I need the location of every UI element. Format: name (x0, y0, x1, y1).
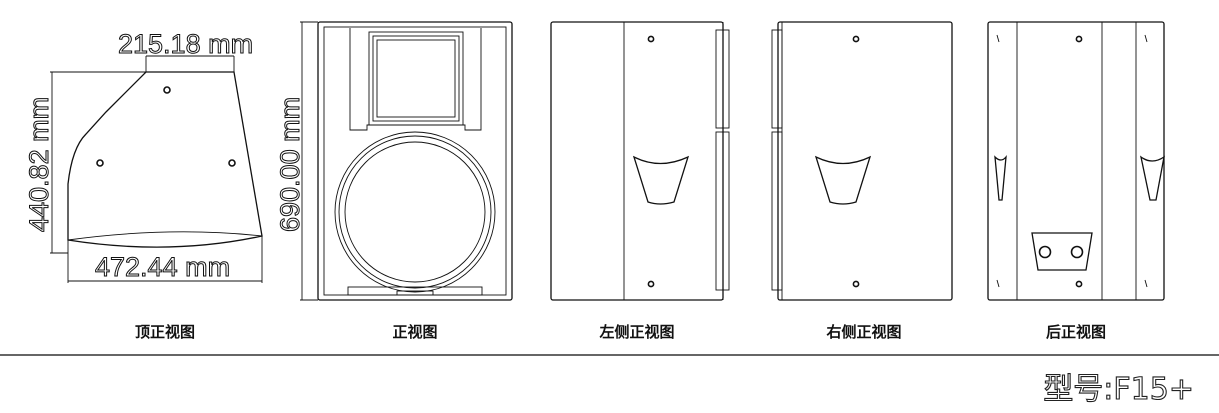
input-plate (1031, 232, 1093, 271)
rear-view (987, 21, 1165, 301)
caption-front-view: 正视图 (392, 323, 437, 341)
top-width-label: 215.18 mm (118, 29, 253, 59)
handle-right-side (814, 155, 872, 205)
right-side-view (771, 21, 953, 301)
model-label: 型号:F15+ (1043, 372, 1194, 407)
front-cabinet (317, 21, 513, 301)
top-view: 215.18 mm 440.82 mm 472.44 mm (24, 29, 263, 283)
handle-left-side (632, 155, 690, 205)
caption-top-view: 顶正视图 (135, 323, 195, 341)
caption-left-side-view: 左侧正视图 (598, 323, 674, 341)
caption-rear-view: 后正视图 (1046, 323, 1106, 341)
front-width-label: 472.44 mm (95, 252, 230, 282)
height-label: 690.00 mm (275, 97, 305, 232)
top-view-outline (67, 71, 263, 248)
front-view: 690.00 mm (275, 21, 513, 301)
caption-right-side-view: 右侧正视图 (826, 323, 901, 341)
woofer-ring (334, 131, 496, 293)
depth-label: 440.82 mm (24, 97, 54, 232)
left-side-view (550, 21, 730, 301)
